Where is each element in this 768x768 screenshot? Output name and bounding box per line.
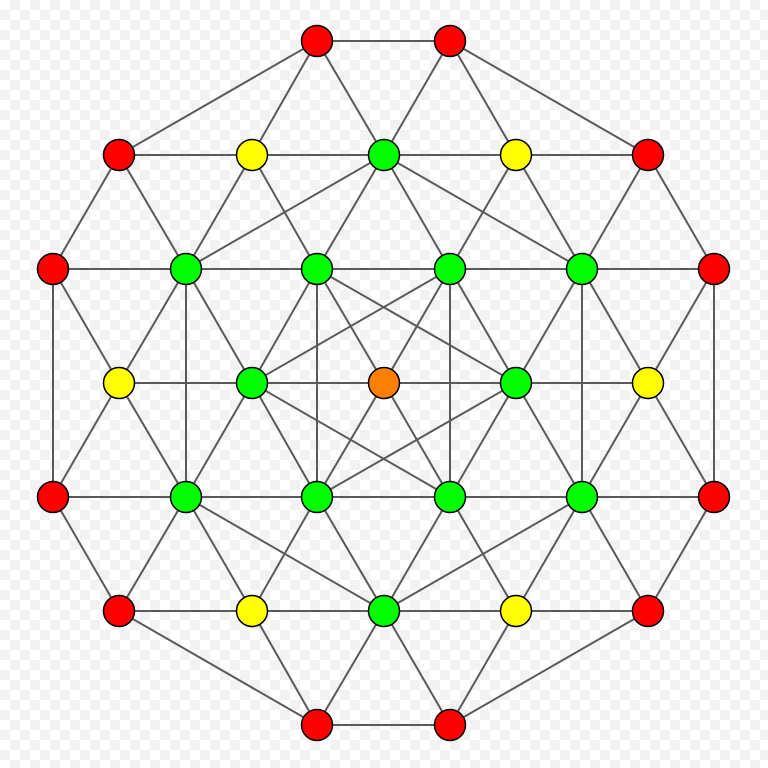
edge-line xyxy=(515,154,583,270)
edge-line xyxy=(647,268,715,384)
edge-line xyxy=(251,268,451,384)
red-vertex xyxy=(36,480,70,514)
edge-line xyxy=(647,382,715,498)
edge-line xyxy=(52,496,120,612)
edge-line xyxy=(316,40,385,156)
edge-layer xyxy=(52,40,715,726)
green-vertex xyxy=(565,252,599,286)
green-vertex xyxy=(300,252,334,286)
edge-line xyxy=(581,268,649,384)
edge-line xyxy=(383,496,583,612)
edge-line xyxy=(449,268,517,384)
red-vertex xyxy=(433,708,467,742)
edge-line xyxy=(118,268,187,384)
edge-line xyxy=(118,382,187,498)
edge-line xyxy=(316,154,385,270)
edge-line xyxy=(383,496,451,612)
orange-vertex xyxy=(367,366,401,400)
red-vertex xyxy=(36,252,70,286)
edge-line xyxy=(251,610,318,726)
edge-line xyxy=(449,382,517,498)
edge-line xyxy=(581,382,649,498)
edge-line xyxy=(251,382,318,498)
green-vertex xyxy=(433,480,467,514)
edge-line xyxy=(185,154,385,270)
yellow-vertex xyxy=(499,138,533,172)
red-vertex xyxy=(697,252,731,286)
edge-line xyxy=(185,496,253,612)
edge-line xyxy=(449,154,517,270)
yellow-vertex xyxy=(235,138,269,172)
yellow-vertex xyxy=(631,366,665,400)
edge-line xyxy=(581,496,649,612)
edge-line xyxy=(251,268,318,384)
green-vertex xyxy=(169,480,203,514)
green-vertex xyxy=(367,138,401,172)
edge-line xyxy=(316,496,385,612)
red-vertex xyxy=(300,24,334,58)
edge-line xyxy=(316,382,517,498)
edge-line xyxy=(185,268,253,384)
edge-line xyxy=(118,610,318,726)
edge-line xyxy=(449,40,517,156)
red-vertex xyxy=(102,594,136,628)
yellow-vertex xyxy=(499,594,533,628)
edge-line xyxy=(185,382,253,498)
edge-line xyxy=(515,382,583,498)
yellow-vertex xyxy=(235,594,269,628)
edge-line xyxy=(52,154,120,270)
edge-line xyxy=(118,496,187,612)
red-vertex xyxy=(102,138,136,172)
red-vertex xyxy=(433,24,467,58)
edge-line xyxy=(118,40,318,156)
edge-line xyxy=(647,496,715,612)
edge-line xyxy=(383,610,451,726)
edge-line xyxy=(449,610,517,726)
green-vertex xyxy=(499,366,533,400)
edge-line xyxy=(515,268,583,384)
red-vertex xyxy=(631,594,665,628)
green-vertex xyxy=(235,366,269,400)
yellow-vertex xyxy=(102,366,136,400)
red-vertex xyxy=(631,138,665,172)
edge-line xyxy=(52,382,120,498)
edge-line xyxy=(251,496,318,612)
edge-line xyxy=(316,382,385,498)
green-vertex xyxy=(433,252,467,286)
edge-line xyxy=(449,610,649,726)
green-vertex xyxy=(367,594,401,628)
edge-line xyxy=(647,154,715,270)
edge-line xyxy=(383,40,451,156)
edge-line xyxy=(185,154,253,270)
edge-line xyxy=(52,268,120,384)
edge-line xyxy=(449,40,649,156)
vertex-layer xyxy=(36,24,731,742)
edge-line xyxy=(383,268,451,384)
edge-line xyxy=(383,154,451,270)
red-vertex xyxy=(697,480,731,514)
edge-line xyxy=(515,496,583,612)
green-vertex xyxy=(300,480,334,514)
edge-line xyxy=(316,610,385,726)
green-vertex xyxy=(169,252,203,286)
edge-line xyxy=(251,40,318,156)
edge-line xyxy=(118,154,187,270)
red-vertex xyxy=(300,708,334,742)
green-vertex xyxy=(565,480,599,514)
edge-line xyxy=(581,154,649,270)
